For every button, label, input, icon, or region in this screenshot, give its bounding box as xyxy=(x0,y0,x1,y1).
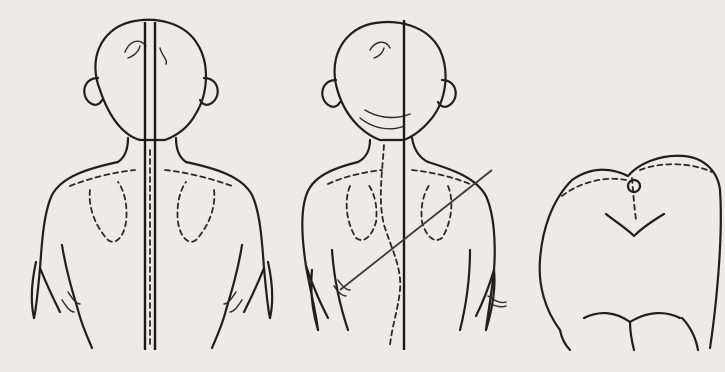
illustration-canvas xyxy=(0,0,725,372)
scoliosis-diagram xyxy=(0,0,725,372)
paper-texture xyxy=(0,0,725,372)
